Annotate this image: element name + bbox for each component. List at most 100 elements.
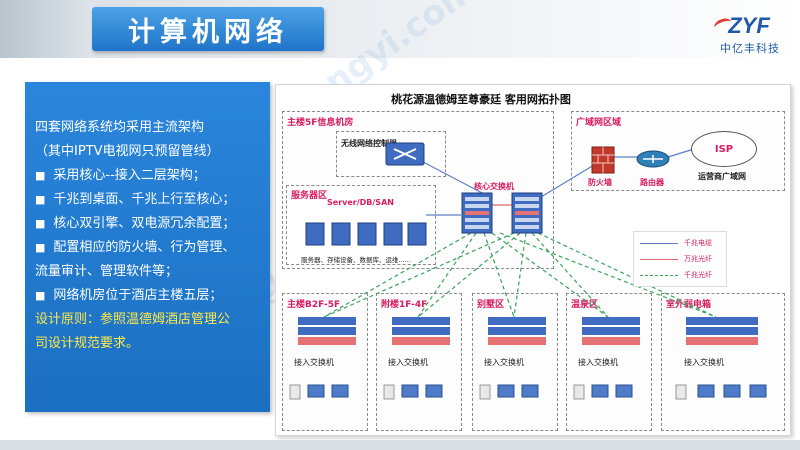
link-line — [323, 232, 472, 318]
access-switch-icon — [582, 337, 640, 345]
server-rack-group — [305, 222, 427, 246]
core-switch-right — [511, 192, 543, 234]
server-db-san-label: Server/DB/SAN — [327, 198, 394, 207]
laptop-icon — [307, 384, 325, 398]
router-label: 路由器 — [640, 178, 664, 187]
server-icon — [383, 222, 403, 246]
core-switch-slot — [465, 225, 489, 229]
access-zone-outdoor — [675, 317, 767, 400]
wlc-device — [385, 142, 425, 166]
access-zone-villa — [479, 317, 546, 400]
legend-item: 千兆电缆 — [640, 238, 726, 250]
zone-label: 附楼1F-4F — [381, 300, 428, 310]
core-switch-slot — [515, 218, 539, 222]
summary-line: （其中IPTV电视网只预留管线） — [35, 144, 220, 159]
zone-wlc: 无线网络控制器 — [336, 131, 446, 177]
zone-label: 服务器区 — [291, 191, 328, 201]
laptop-icon — [615, 384, 633, 398]
summary-line: 四套网络系统均采用主流架构 — [35, 120, 205, 135]
core-switch-slot — [515, 197, 539, 201]
access-switch-icon — [298, 337, 356, 345]
carrier-wan-label: 运营商广域网 — [698, 172, 746, 181]
summary-bullet: 千兆到桌面、千兆上行至核心； — [35, 188, 260, 212]
laptop-icon — [401, 384, 419, 398]
access-switch-icon — [686, 327, 758, 335]
laptop-icon — [723, 384, 741, 398]
core-switch-slot — [465, 197, 489, 201]
logo-text: 中亿丰科技 — [720, 42, 780, 55]
legend-label: 千兆电缆 — [684, 239, 712, 247]
summary-bullet: 核心双引擎、双电源冗余配置； — [35, 212, 260, 236]
access-switch-icon — [582, 317, 640, 325]
ap-icon — [383, 384, 395, 400]
page-title-box: 计算机网络 — [92, 7, 324, 51]
link-line — [537, 232, 717, 318]
access-switch-icon — [686, 317, 758, 325]
core-switch-slot — [515, 225, 539, 229]
access-switch-icon — [392, 317, 450, 325]
server-icon — [305, 222, 325, 246]
access-switch-icon — [582, 327, 640, 335]
zone-label: 室外弱电箱 — [666, 300, 712, 310]
access-switch-icon — [392, 337, 450, 345]
wlc-label: 无线网络控制器 — [341, 139, 397, 148]
core-switch-left — [461, 192, 493, 234]
laptop-icon — [521, 384, 539, 398]
company-logo: ZYF 中亿丰科技 — [710, 14, 794, 55]
ap-icon — [479, 384, 491, 400]
topology-lines — [289, 142, 767, 400]
header-accent — [0, 0, 95, 58]
access-switch-icon — [488, 337, 546, 345]
ap-icon — [573, 384, 585, 400]
link-line — [667, 148, 695, 158]
firewall-device — [591, 146, 615, 174]
core-switch-slot — [515, 211, 539, 215]
diagram-title: 桃花源温德姆至尊豪廷 客用网拓扑图 — [391, 93, 571, 106]
link-line — [491, 232, 609, 318]
legend: 千兆电缆 万兆光纤 千兆光纤 — [633, 231, 727, 287]
access-switch-label: 接入交换机 — [578, 358, 618, 367]
core-switch-slot — [465, 211, 489, 215]
laptop-icon — [497, 384, 515, 398]
core-switch-label: 核心交换机 — [474, 182, 514, 191]
summary-panel: 四套网络系统均采用主流架构 （其中IPTV电视网只预留管线） 采用核心--接入二… — [25, 82, 270, 412]
ap-icon — [675, 384, 687, 400]
topology-diagram: 桃花源温德姆至尊豪廷 客用网拓扑图 主楼5F信息机房 无线网络控制器 服务器区 … — [275, 84, 791, 436]
zone-label: 温泉区 — [571, 300, 599, 310]
access-switch-label: 接入交换机 — [294, 358, 334, 367]
laptop-icon — [697, 384, 715, 398]
server-desc-label: 服务器、存储设备、数据库、运维...... — [301, 256, 411, 264]
zone-label: 别墅区 — [477, 300, 505, 310]
access-switch-icon — [488, 317, 546, 325]
server-icon — [407, 222, 427, 246]
design-principle: 司设计规范要求。 — [35, 336, 140, 351]
link-line — [323, 232, 515, 318]
summary-line: 流量审计、管理软件等； — [35, 264, 179, 279]
laptop-icon — [331, 384, 349, 398]
access-zone-b2f — [289, 317, 356, 400]
isp-label: ISP — [714, 143, 734, 155]
firewall-label: 防火墙 — [588, 178, 612, 187]
router-device — [636, 150, 670, 168]
link-line — [499, 232, 717, 318]
access-switch-icon — [298, 327, 356, 335]
page-title: 计算机网络 — [128, 16, 288, 48]
access-zone-annex — [383, 317, 450, 400]
server-icon — [331, 222, 351, 246]
access-zone-spa — [573, 317, 640, 400]
link-line — [540, 164, 595, 198]
zone-label: 主楼B2F-5F — [287, 300, 341, 310]
isp-cloud-icon: ISP — [691, 131, 757, 167]
logo-mark: ZYF — [716, 14, 782, 38]
footer-band — [0, 440, 800, 450]
legend-swatch — [640, 275, 678, 276]
link-line — [417, 232, 477, 318]
link-line — [531, 232, 609, 318]
legend-swatch — [640, 243, 678, 244]
legend-item: 千兆光纤 — [640, 270, 726, 282]
access-switch-icon — [488, 327, 546, 335]
summary-bullet: 配置相应的防火墙、行为管理、 — [35, 236, 260, 260]
server-icon — [357, 222, 377, 246]
access-switch-icon — [392, 327, 450, 335]
core-switch-slot — [465, 204, 489, 208]
